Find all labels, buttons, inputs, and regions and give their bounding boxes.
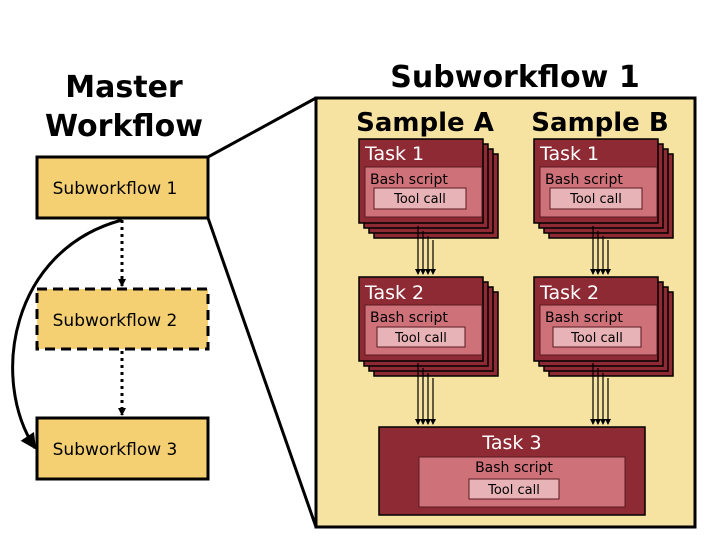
master-subworkflow-3-label: Subworkflow 3 xyxy=(53,440,178,460)
master-subworkflow-1-label: Subworkflow 1 xyxy=(53,179,178,199)
master-subworkflow-1[interactable]: Subworkflow 1 xyxy=(35,155,210,220)
sample-b-task1-tool: Tool call xyxy=(569,192,622,207)
sample-b-task1-stack[interactable]: Task 1 Bash script Tool call xyxy=(533,138,674,239)
sample-a-task2-bash: Bash script xyxy=(370,310,448,326)
sample-a-task1-bash: Bash script xyxy=(370,172,448,188)
sample-a-arrows-t1-t2 xyxy=(415,226,436,275)
detail-title: Subworkflow 1 xyxy=(390,60,639,95)
sample-b-task1-title: Task 1 xyxy=(539,143,599,165)
master-subworkflow-2[interactable]: Subworkflow 2 xyxy=(35,287,210,351)
sample-b-arrows-t1-t2 xyxy=(590,226,611,275)
sample-a-arrows-t2-t3 xyxy=(415,363,436,425)
sample-b-task2-bash: Bash script xyxy=(545,310,623,326)
master-title-line1: Master xyxy=(65,70,183,105)
zoom-line-bottom xyxy=(206,217,318,528)
sample-a-task2-tool: Tool call xyxy=(394,331,447,346)
sample-b-task1-bash: Bash script xyxy=(545,172,623,188)
task3-bash: Bash script xyxy=(475,460,553,476)
sample-a-label: Sample A xyxy=(356,108,494,138)
sample-b-arrows-t2-t3 xyxy=(590,363,611,425)
sample-a-task2-title: Task 2 xyxy=(364,282,424,304)
task3-tool: Tool call xyxy=(487,483,540,498)
sample-b-label: Sample B xyxy=(531,108,668,138)
sample-b-task2-stack[interactable]: Task 2 Bash script Tool call xyxy=(533,276,674,377)
task3-box[interactable]: Task 3 Bash script Tool call xyxy=(378,426,646,516)
sample-a-task2-stack[interactable]: Task 2 Bash script Tool call xyxy=(358,276,499,377)
master-title-line2: Workflow xyxy=(45,109,203,144)
task3-title: Task 3 xyxy=(481,432,541,454)
sample-a-task1-tool: Tool call xyxy=(393,192,446,207)
master-subworkflow-2-label: Subworkflow 2 xyxy=(53,311,178,331)
sample-a-task1-stack[interactable]: Task 1 Bash script Tool call xyxy=(358,138,499,239)
curved-arrow-1-to-3 xyxy=(11,218,123,450)
master-subworkflow-3[interactable]: Subworkflow 3 xyxy=(35,416,210,481)
sample-a-task1-title: Task 1 xyxy=(364,143,424,165)
zoom-line-top xyxy=(207,96,317,159)
sample-b-task2-tool: Tool call xyxy=(570,331,623,346)
sample-b-task2-title: Task 2 xyxy=(539,282,599,304)
